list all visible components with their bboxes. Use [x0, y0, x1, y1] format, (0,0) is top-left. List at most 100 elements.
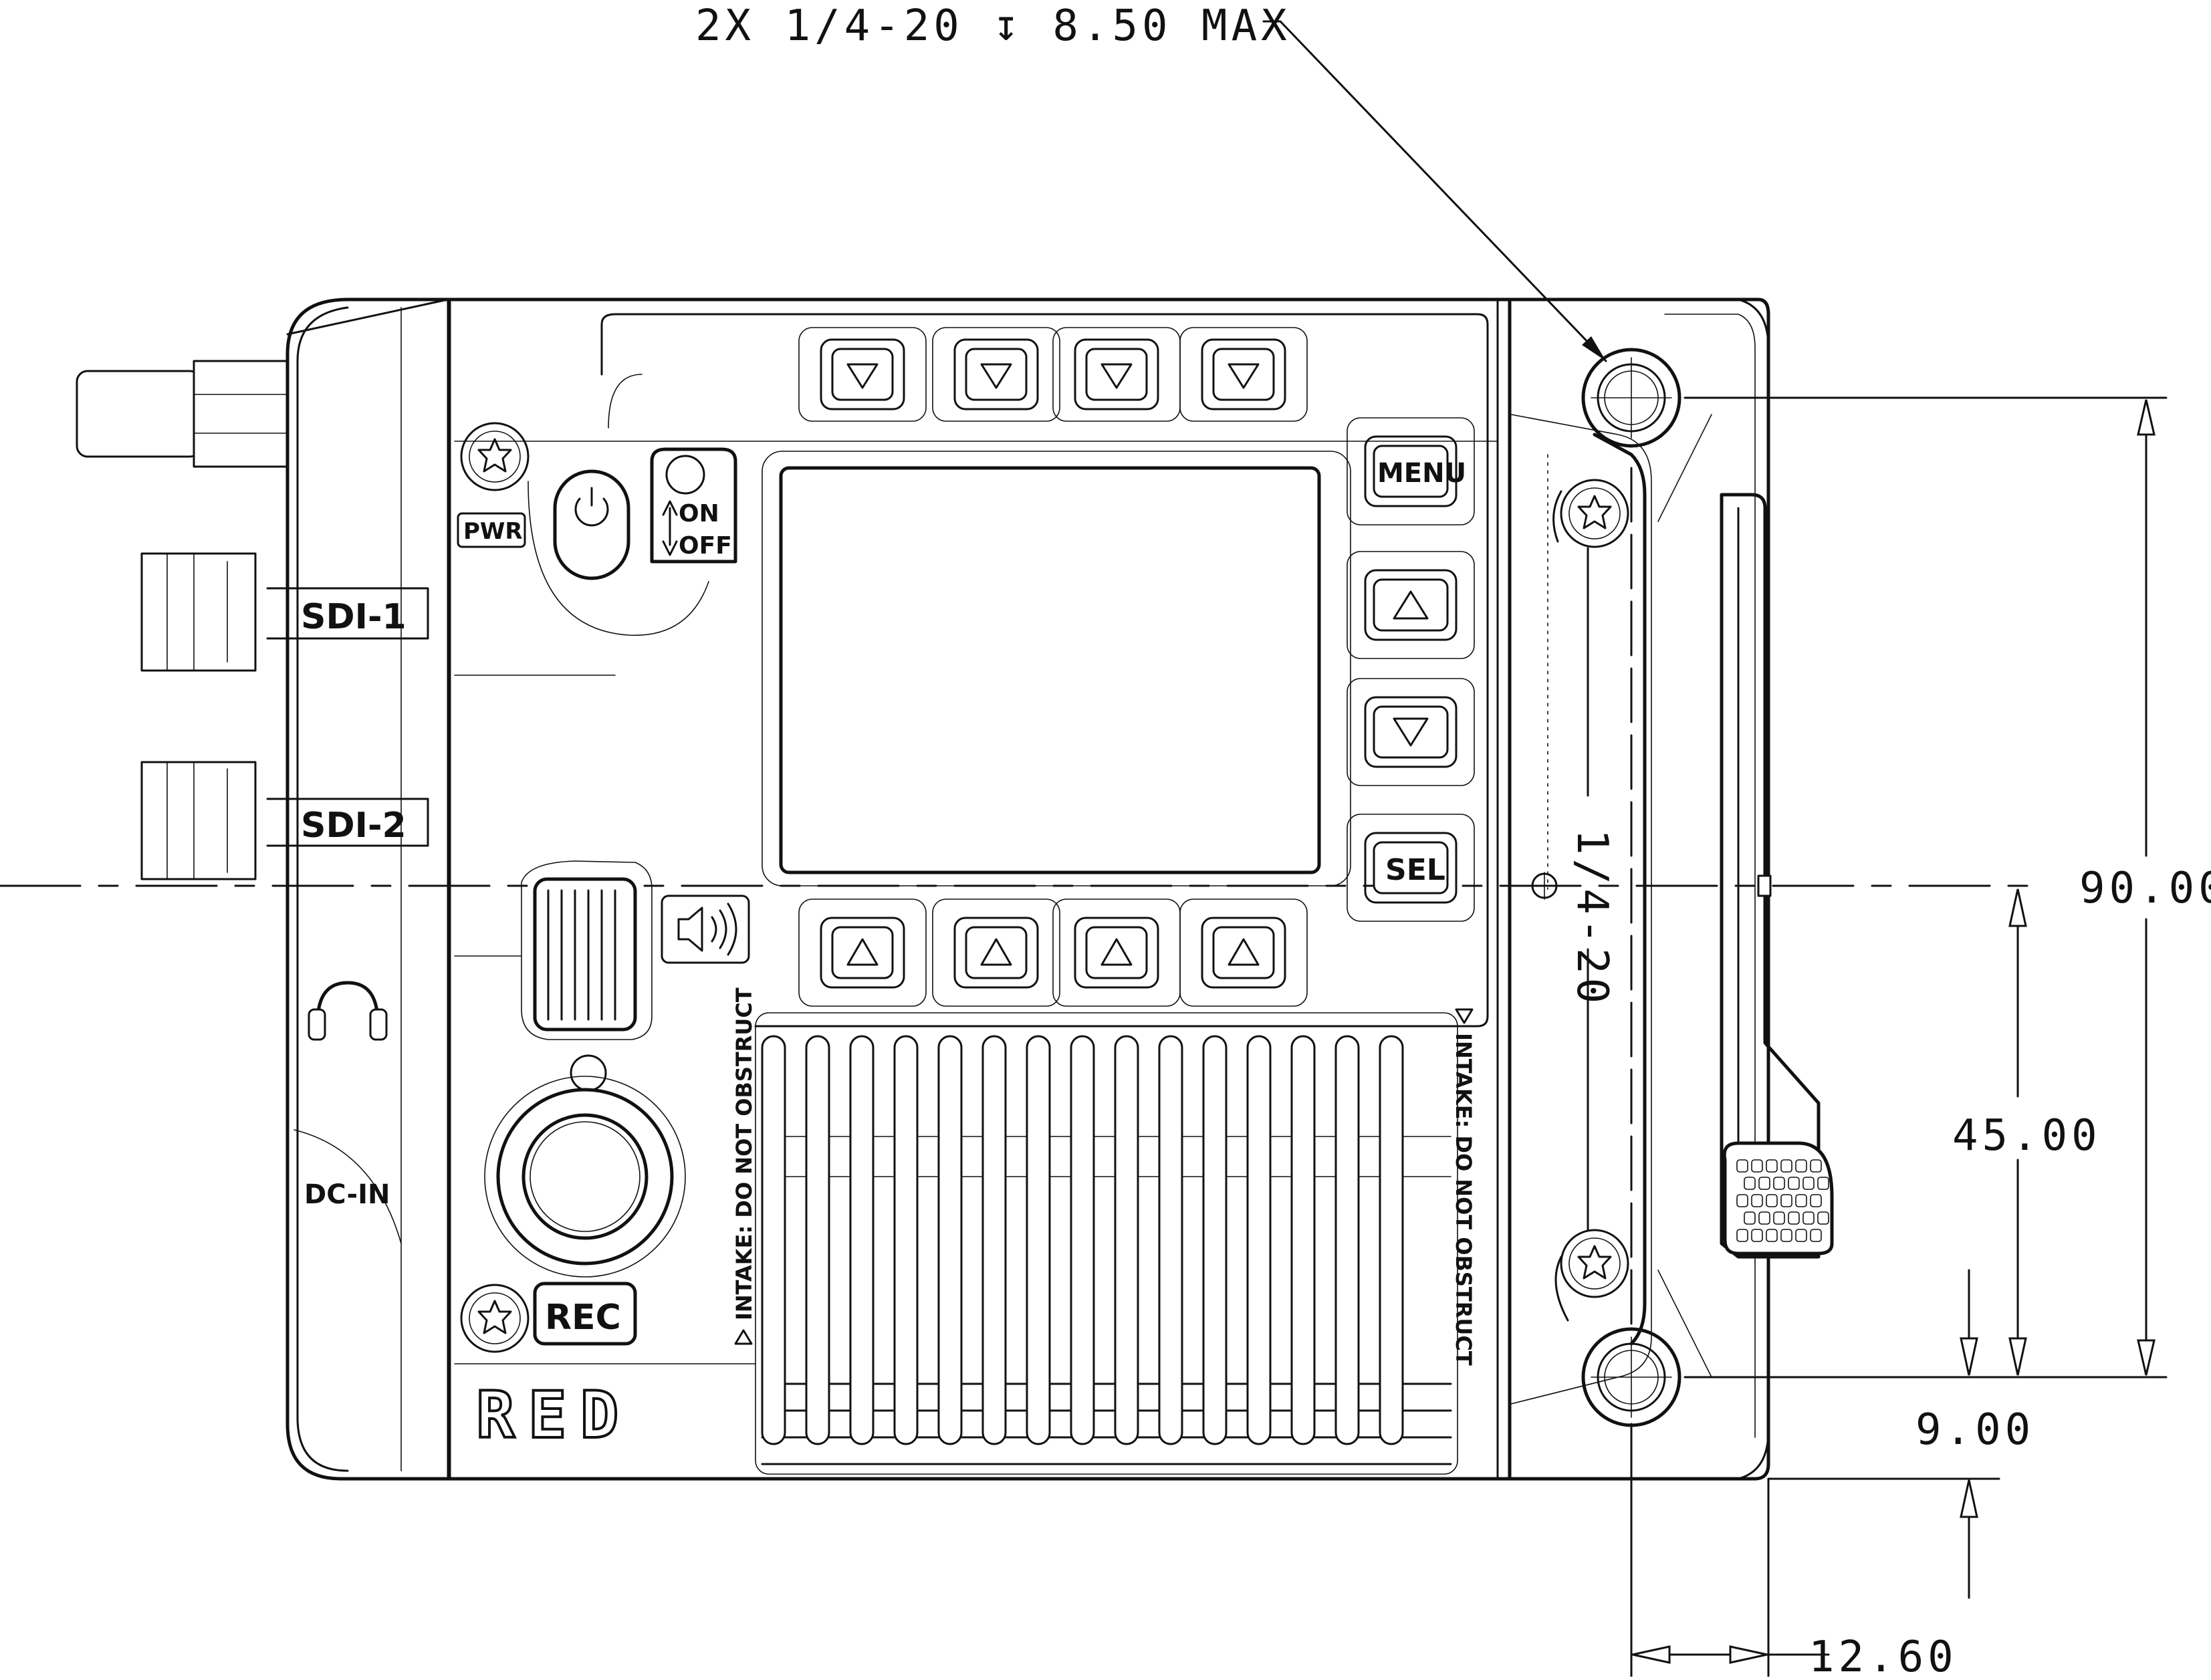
vent-slot — [1114, 1035, 1139, 1445]
bottom-up-button-4[interactable] — [1179, 898, 1308, 1007]
side-down-button[interactable] — [1347, 678, 1475, 786]
bnc-connector-bottom — [140, 761, 257, 880]
dc-in-outline — [294, 1129, 402, 1244]
power-switch[interactable]: PWR ON OFF — [457, 447, 737, 636]
knurl-cell — [1766, 1194, 1778, 1207]
thread-callout: 2X 1/4-20 ↧ 8.50 MAX — [695, 1, 1607, 362]
sel-button[interactable]: SEL — [1347, 814, 1475, 922]
sdi-1-label: SDI-1 — [301, 597, 406, 637]
vent-slot — [1334, 1035, 1360, 1445]
bottom-up-button-2[interactable] — [932, 898, 1060, 1007]
vent-slot — [1379, 1035, 1404, 1445]
vent-slot — [1026, 1035, 1051, 1445]
knurl-cell — [1751, 1194, 1763, 1207]
top-button-row — [798, 327, 1308, 422]
rec-button-label: REC — [545, 1298, 621, 1338]
record-button[interactable]: REC — [484, 1054, 686, 1346]
knurl-cell — [1744, 1211, 1756, 1225]
bnc-connector-top — [76, 360, 289, 672]
knurl-cell — [1810, 1229, 1822, 1242]
knurl-cell — [1736, 1229, 1748, 1242]
vent-slot — [1158, 1035, 1183, 1445]
knurl-cell — [1744, 1177, 1756, 1190]
vent-slot — [981, 1035, 1007, 1445]
dc-in-label: DC-IN — [304, 1179, 390, 1210]
dimension-height-total: 90.00 — [2079, 864, 2211, 913]
knurl-cell — [1766, 1159, 1778, 1173]
side-up-button[interactable] — [1347, 551, 1475, 659]
top-down-button-1[interactable] — [798, 327, 927, 422]
rail-slot — [1530, 433, 1647, 1346]
warning-triangle-icon — [1455, 1008, 1474, 1024]
vent-slot — [1290, 1035, 1316, 1445]
bottom-up-button-3[interactable] — [1052, 898, 1181, 1007]
up-arrow-icon — [1393, 590, 1429, 620]
headphones-icon — [308, 981, 388, 1041]
knurl-cell — [1795, 1229, 1807, 1242]
brand-logo: RED — [475, 1376, 632, 1454]
brand-logo-text: RED — [476, 1378, 632, 1453]
down-arrow-icon — [980, 363, 1012, 389]
sel-button-label: SEL — [1385, 853, 1445, 887]
knurl-cell — [1736, 1194, 1748, 1207]
knurled-knob[interactable] — [1722, 1141, 1834, 1255]
knurl-cell — [1751, 1159, 1763, 1173]
down-arrow-icon — [1100, 363, 1133, 389]
top-down-button-4[interactable] — [1179, 327, 1308, 422]
vent-slot — [805, 1035, 830, 1445]
up-arrow-icon — [980, 938, 1012, 966]
thread-callout-text: 2X 1/4-20 ↧ 8.50 MAX — [695, 1, 1291, 51]
knurl-cell — [1810, 1159, 1822, 1173]
knurl-cell — [1802, 1177, 1815, 1190]
intake-label-right: INTAKE: DO NOT OBSTRUCT — [1451, 1008, 1476, 1366]
torx-screw-icon — [460, 1284, 530, 1353]
down-arrow-icon — [1393, 717, 1429, 747]
mount-hole-top — [1581, 348, 1681, 448]
off-label: OFF — [679, 532, 732, 560]
menu-button[interactable]: MENU — [1347, 417, 1475, 525]
rotate-arrow-icon — [1554, 1255, 1569, 1322]
vent-slot — [1246, 1035, 1272, 1445]
knurl-cell — [1773, 1211, 1785, 1225]
knurl-cell — [1758, 1177, 1770, 1190]
bottom-button-row — [798, 898, 1308, 1007]
down-arrow-icon — [662, 540, 678, 556]
up-arrow-icon — [1100, 938, 1133, 966]
scroll-wheel[interactable] — [521, 860, 653, 1040]
knurl-cell — [1780, 1229, 1792, 1242]
down-arrow-icon — [1228, 363, 1260, 389]
knurl-cell — [1780, 1194, 1792, 1207]
menu-button-label: MENU — [1377, 458, 1466, 489]
intake-vent — [755, 1012, 1458, 1475]
knurl-cell — [1736, 1159, 1748, 1173]
knurl-cell — [1788, 1211, 1800, 1225]
vent-slot — [1202, 1035, 1228, 1445]
torx-screw-icon — [1560, 1229, 1629, 1298]
up-arrow-icon — [662, 500, 678, 516]
sdi-1-label-group: SDI-1 — [266, 587, 429, 640]
down-arrow-icon — [846, 363, 879, 389]
vent-slot — [937, 1035, 963, 1445]
bottom-up-button-1[interactable] — [798, 898, 927, 1007]
intake-label-left-text: INTAKE: DO NOT OBSTRUCT — [731, 987, 757, 1320]
sdi-2-label: SDI-2 — [301, 806, 406, 846]
knurl-cell — [1817, 1211, 1829, 1225]
knurl-cell — [1817, 1177, 1829, 1190]
knurl-cell — [1788, 1177, 1800, 1190]
knurl-cell — [1751, 1229, 1763, 1242]
knurl-cell — [1758, 1211, 1770, 1225]
top-down-button-3[interactable] — [1052, 327, 1181, 422]
top-down-button-2[interactable] — [932, 327, 1060, 422]
dimension-offset-horizontal: 12.60 — [1809, 1633, 1958, 1677]
callout-arrowhead — [1582, 336, 1606, 361]
power-icon — [574, 487, 609, 527]
intake-label-right-text: INTAKE: DO NOT OBSTRUCT — [1451, 1033, 1476, 1366]
lcd-display — [762, 451, 1351, 886]
vent-slot — [1070, 1035, 1095, 1445]
on-label: ON — [679, 500, 719, 527]
pwr-label: PWR — [463, 518, 523, 545]
knurl-cell — [1780, 1159, 1792, 1173]
dimension-height-center: 45.00 — [1952, 1111, 2101, 1161]
